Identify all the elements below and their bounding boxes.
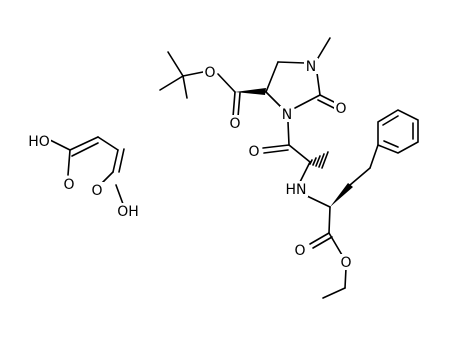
svg-text:O: O [204, 65, 215, 81]
svg-text:O: O [229, 116, 240, 132]
atom-label-o-amide: O [247, 143, 261, 160]
svg-text:O: O [294, 243, 305, 259]
atom-label-n-ring-top: N [304, 58, 318, 75]
svg-text:O: O [340, 255, 351, 271]
stereo-wedge-sidechain [330, 183, 353, 207]
atom-label-o-ester-carbonyl: O [293, 242, 307, 259]
stereo-hash-methyl [309, 151, 329, 169]
bond-amide-alpha [288, 144, 311, 163]
maleic-acid [49, 136, 125, 205]
urea-double-bond [317, 94, 337, 109]
svg-text:HO: HO [28, 134, 50, 150]
bond-ch2-ch3 [322, 287, 346, 299]
tert-butyl-group [159, 51, 204, 99]
svg-text:O: O [335, 101, 346, 117]
bond-alpha-nh [298, 161, 311, 185]
atom-label-maleic-oh1: HO [27, 133, 51, 150]
svg-text:O: O [248, 144, 259, 160]
phenyl-ring [377, 109, 419, 154]
carbonyl-double-bond [232, 91, 241, 118]
phenethyl-chain [349, 144, 379, 186]
atom-label-maleic-o1: O [62, 176, 76, 193]
svg-text:N: N [306, 59, 316, 75]
svg-text:N: N [282, 107, 292, 123]
atom-label-nh: HN [284, 181, 308, 198]
svg-text:O: O [91, 183, 102, 199]
ester-carbonyl-double-bond [309, 232, 333, 249]
amide-double-bond [262, 144, 290, 154]
svg-text:OH: OH [117, 204, 139, 220]
stereo-wedge-ring [235, 88, 266, 95]
atom-label-o-urea: O [334, 100, 348, 117]
bond-o-carbonylc [217, 73, 236, 93]
atom-label-maleic-o2: O [90, 182, 104, 199]
svg-text:HN: HN [286, 182, 307, 198]
atom-label-maleic-oh2: OH [116, 203, 140, 220]
svg-text:O: O [63, 177, 74, 193]
bond-nh-alpha2 [306, 195, 331, 208]
atom-label-o-tbu: O [203, 64, 217, 81]
bond-estc-o [328, 232, 343, 256]
n-methyl-bond [317, 37, 331, 59]
atom-label-o-ester: O [339, 254, 353, 271]
atom-label-n-ring-bottom: N [280, 106, 294, 123]
bond-n-amide [287, 121, 290, 146]
bond-alpha2-estc [328, 206, 331, 234]
atom-label-o-carbonyl: O [228, 115, 242, 132]
imidazolidinone-ring [265, 61, 321, 109]
bond-o-ch2 [344, 267, 347, 289]
